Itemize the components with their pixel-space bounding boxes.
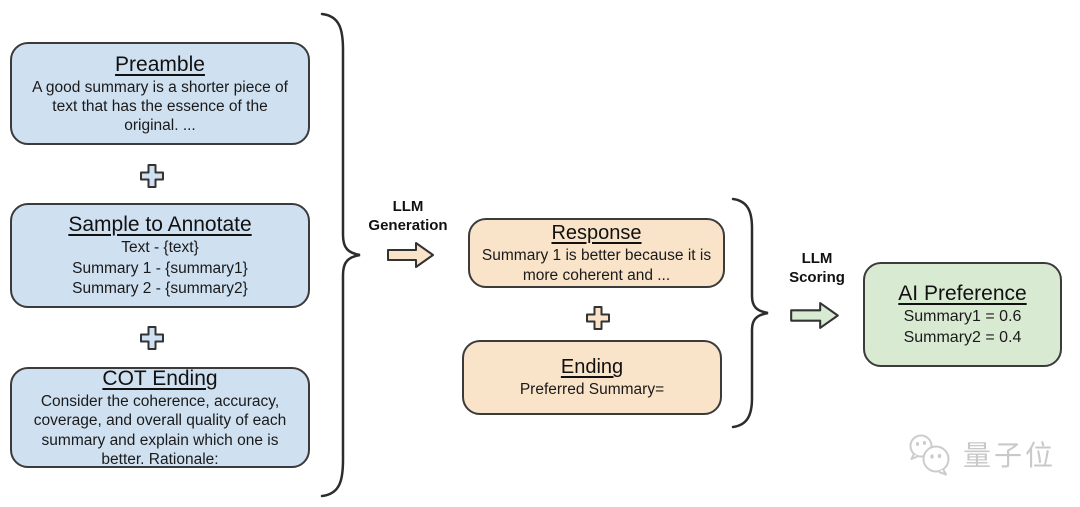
response-title: Response xyxy=(551,222,642,245)
llm-scoring-label-line2: Scoring xyxy=(789,268,845,286)
ai-preference-line: Summary1 = 0.6 xyxy=(903,307,1022,325)
llm-generation-label-line1: LLM xyxy=(392,198,424,215)
ai-preference-title: AI Preference xyxy=(898,281,1027,305)
sample-line: Summary 1 - {summary1} xyxy=(72,259,248,277)
response-body: Summary 1 is better because it is more c… xyxy=(481,247,712,284)
chat-bubbles-logo-icon xyxy=(909,434,950,476)
ai-preference-line: Summary2 = 0.4 xyxy=(903,328,1022,346)
ending-box: Ending Preferred Summary= xyxy=(462,340,722,415)
llm-generation-arrow-icon xyxy=(387,242,434,268)
left-brace-icon xyxy=(320,12,361,498)
preamble-body: A good summary is a shorter piece of tex… xyxy=(32,78,288,135)
plus-icon xyxy=(586,306,610,330)
ai-preference-box: AI Preference Summary1 = 0.6 Summary2 = … xyxy=(863,262,1062,367)
llm-scoring-label: LLM Scoring xyxy=(776,250,858,288)
sample-to-annotate-box: Sample to Annotate Text - {text} Summary… xyxy=(10,203,310,308)
watermark: 量子位 xyxy=(905,433,1056,479)
ending-body: Preferred Summary= xyxy=(519,381,665,399)
llm-generation-label-line2: Generation xyxy=(368,216,448,234)
ending-title: Ending xyxy=(560,356,624,379)
response-box: Response Summary 1 is better because it … xyxy=(468,218,725,288)
cot-ending-box: COT Ending Consider the coherence, accur… xyxy=(10,367,310,468)
llm-scoring-label-line1: LLM xyxy=(801,250,833,267)
cot-title: COT Ending xyxy=(102,366,218,390)
sample-line: Text - {text} xyxy=(121,239,199,257)
preamble-title: Preamble xyxy=(115,52,205,76)
plus-icon xyxy=(140,164,164,188)
sample-line: Summary 2 - {summary2} xyxy=(72,279,248,297)
plus-icon xyxy=(140,326,164,350)
preamble-box: Preamble A good summary is a shorter pie… xyxy=(10,42,310,145)
llm-generation-label: LLM Generation xyxy=(358,198,458,236)
right-brace-icon xyxy=(731,197,769,429)
watermark-text: 量子位 xyxy=(963,440,1057,471)
llm-scoring-arrow-icon xyxy=(790,302,839,329)
cot-body: Consider the coherence, accuracy, covera… xyxy=(33,393,287,468)
sample-title: Sample to Annotate xyxy=(68,213,252,237)
